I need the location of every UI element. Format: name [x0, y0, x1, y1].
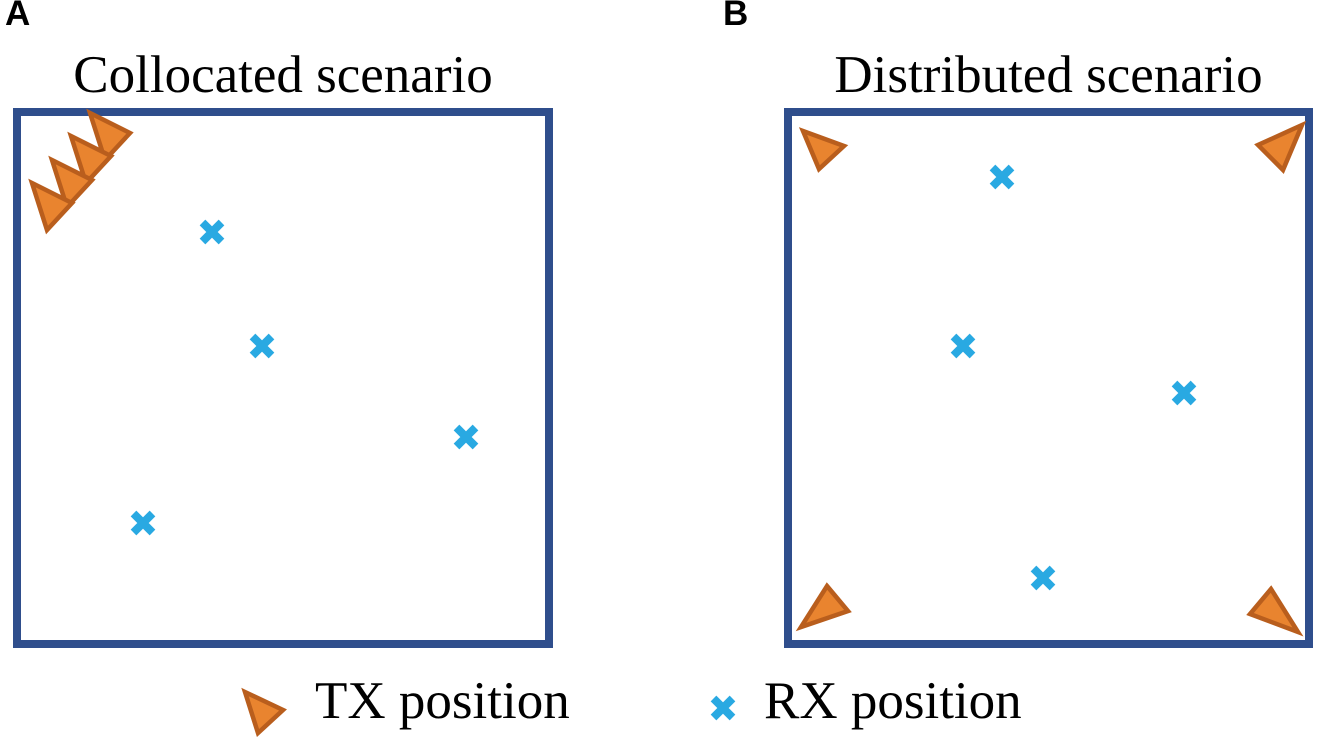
legend-tx-marker-icon	[241, 687, 287, 737]
tx-marker-icon	[67, 131, 115, 188]
rx-marker-icon	[1171, 380, 1197, 406]
panel-b-label: B	[723, 0, 749, 33]
panel-b-title: Distributed scenario	[834, 46, 1263, 104]
legend-tx-label: TX position	[315, 672, 570, 730]
legend-rx-label: RX position	[764, 672, 1022, 730]
panel-a-title: Collocated scenario	[73, 46, 493, 104]
rx-marker-icon	[989, 164, 1015, 190]
rx-marker-icon	[249, 333, 275, 359]
panel-a-label: A	[5, 0, 31, 33]
tx-marker-icon	[48, 155, 96, 212]
scenario-box-collocated	[13, 108, 553, 648]
legend-rx-marker-icon	[710, 695, 736, 721]
tx-marker-icon	[1246, 585, 1304, 637]
rx-marker-icon	[130, 510, 156, 536]
rx-marker-icon	[453, 424, 479, 450]
rx-marker-icon	[1030, 565, 1056, 591]
scenario-box-distributed	[784, 108, 1313, 648]
tx-marker-icon	[86, 108, 134, 165]
rx-marker-icon	[950, 333, 976, 359]
tx-marker-icon	[798, 127, 849, 173]
tx-marker-icon	[795, 582, 852, 632]
tx-marker-icon	[28, 178, 76, 235]
tx-marker-icon	[1254, 120, 1307, 174]
rx-marker-icon	[199, 219, 225, 245]
